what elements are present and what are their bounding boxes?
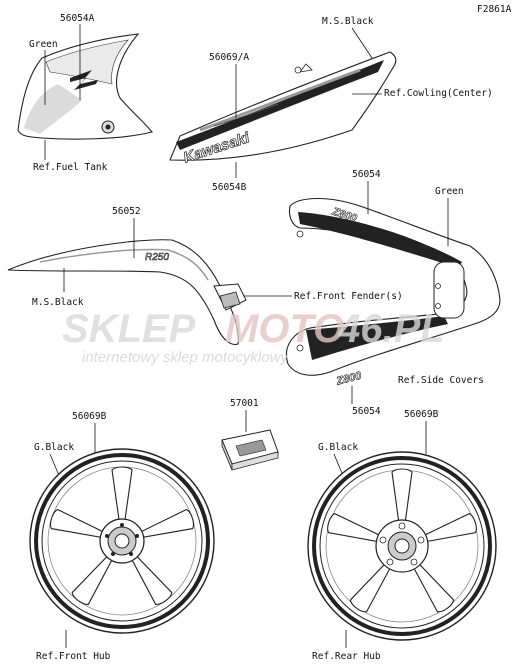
clip-part-no: 57001 xyxy=(230,398,259,409)
side-covers-ref: Ref.Side Covers xyxy=(398,375,484,386)
side-covers-decal: Z800 Z800 xyxy=(286,198,501,388)
side-covers-part-no-top: 56054 xyxy=(352,169,381,180)
front-fender-part-no: 56052 xyxy=(112,206,141,217)
side-covers-part-no-bottom: 56054 xyxy=(352,406,381,417)
watermark-brand-right: 46.PL xyxy=(337,307,445,351)
watermark: SKLEP MOTO 46.PL internetowy sklep motoc… xyxy=(62,307,445,366)
fuel-tank-part-no: 56054A xyxy=(60,13,95,24)
side-cover-text-bottom: Z800 xyxy=(334,370,363,388)
front-wheel xyxy=(29,448,215,634)
figure-code: F2861A xyxy=(477,4,512,15)
cowling-part-no-top: 56069/A xyxy=(209,52,249,63)
front-fender-ref: Ref.Front Fender(s) xyxy=(294,291,403,302)
fuel-tank-ref: Ref.Fuel Tank xyxy=(33,162,108,173)
front-fender-color: M.S.Black xyxy=(32,297,84,308)
fuel-tank-color: Green xyxy=(29,39,58,50)
cowling-ref: Ref.Cowling(Center) xyxy=(384,88,493,99)
cowling-color: M.S.Black xyxy=(322,16,374,27)
side-covers-color: Green xyxy=(435,186,464,197)
rear-wheel-part-no: 56069B xyxy=(404,409,439,420)
front-wheel-ref: Ref.Front Hub xyxy=(36,651,111,662)
watermark-brand-left: SKLEP xyxy=(62,307,196,351)
watermark-brand-mid: MOTO xyxy=(225,307,344,351)
clip-part xyxy=(221,429,279,471)
cowling-part-no-bottom: 56054B xyxy=(212,182,247,193)
front-fender-decal: R250 xyxy=(7,239,247,345)
rear-wheel-ref: Ref.Rear Hub xyxy=(312,651,381,662)
fuel-tank-decal: Z xyxy=(17,33,153,140)
rear-wheel xyxy=(307,451,497,641)
front-wheel-part-no: 56069B xyxy=(72,411,107,422)
front-wheel-color: G.Black xyxy=(34,442,74,453)
front-fender-text: R250 xyxy=(145,252,169,263)
cowling-decal: Kawasaki xyxy=(169,51,397,167)
rear-wheel-color: G.Black xyxy=(318,442,358,453)
watermark-tagline: internetowy sklep motocyklowy xyxy=(82,349,289,366)
